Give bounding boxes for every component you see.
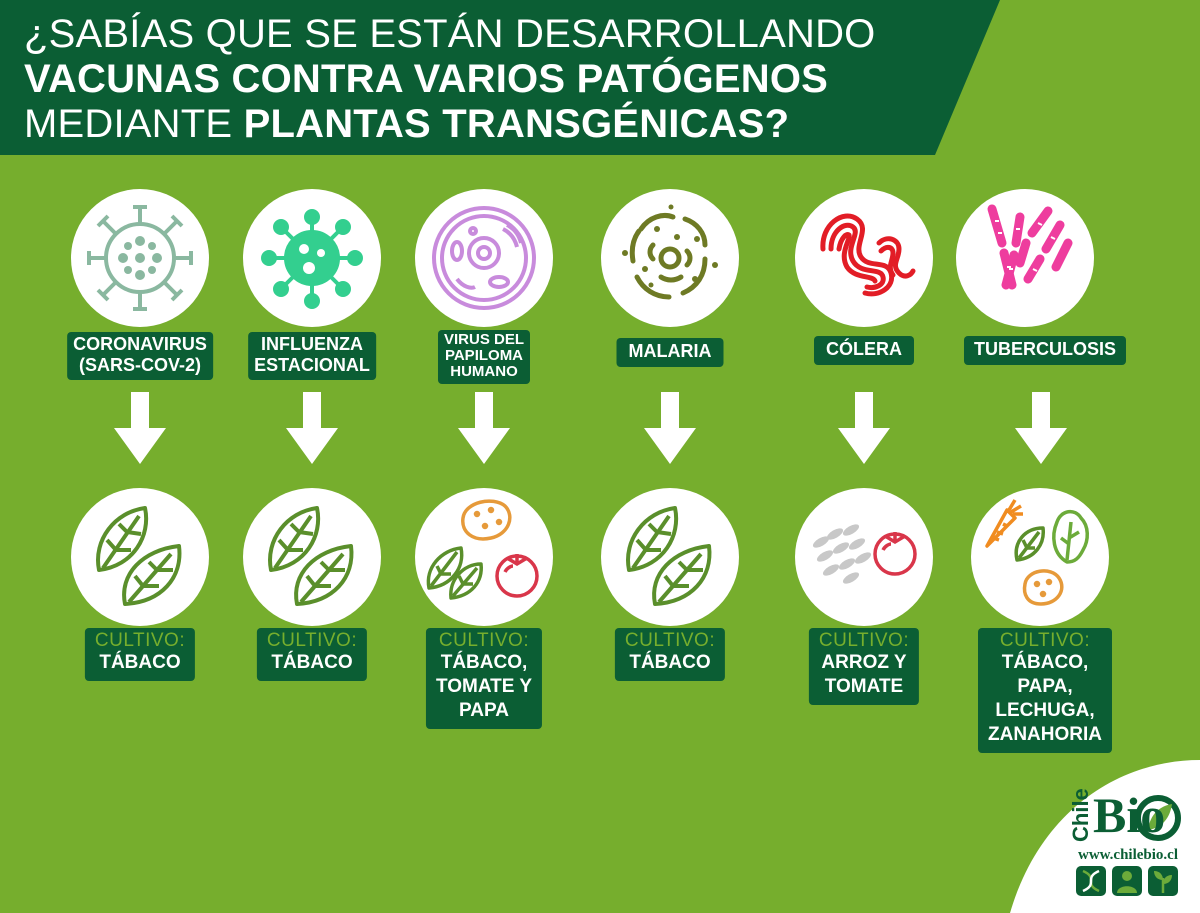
logo-word-chile: Chile: [1068, 788, 1093, 842]
pathogen-label: CÓLERA: [814, 336, 914, 365]
pathogen-label-line: (SARS-COV-2): [78, 355, 201, 375]
crop-value: ZANAHORIA: [988, 724, 1102, 745]
crop-value: TÁBACO,: [1001, 652, 1089, 673]
pathogen-label-line: VIRUS DEL: [443, 331, 525, 348]
tobacco-tomato-potato-icon: [415, 488, 553, 626]
arrow-down-icon: [458, 392, 510, 464]
crop-label: CULTIVO: TÁBACO: [84, 628, 196, 681]
header-banner: ¿Sabías que se están desarrollando vacun…: [0, 0, 1200, 158]
title-part: plantas transgénicas?: [243, 102, 790, 146]
pathogen-label-line: MALARIA: [628, 341, 712, 361]
column-tuberculosis: TUBERCULOSIS: [956, 0, 1142, 913]
tobacco-leaves-icon: [71, 488, 209, 626]
carrot-lettuce-potato-tobacco-icon: [971, 488, 1109, 626]
pathogen-label-line: TUBERCULOSIS: [973, 339, 1117, 359]
crop-value: PAPA,: [1017, 676, 1073, 697]
crop-key: CULTIVO:: [94, 630, 186, 651]
crop-value: TÁBACO: [271, 652, 353, 673]
person-icon: [1112, 866, 1142, 896]
chilebio-leaf-icon: [1135, 795, 1181, 841]
crop-value: TÁBACO: [99, 652, 181, 673]
pathogen-label-line: PAPILOMA: [444, 347, 524, 364]
pathogen-label: VIRUS DEL PAPILOMA HUMANO: [437, 330, 531, 384]
title-part: vacunas contra varios patógenos: [24, 57, 829, 101]
crop-value: TÁBACO: [629, 652, 711, 673]
crop-label: CULTIVO: TÁBACO: [256, 628, 368, 681]
crop-label: CULTIVO: ARROZ Y TOMATE: [808, 628, 920, 705]
sprout-icon: [1148, 866, 1178, 896]
pathogen-label: CORONAVIRUS (SARS-COV-2): [67, 332, 213, 380]
title-part: ¿Sabías que se están desarrollando: [24, 12, 876, 56]
cholera-bacteria-icon: [795, 189, 933, 327]
crop-label: CULTIVO: TÁBACO, PAPA, LECHUGA, ZANAHORI…: [978, 628, 1112, 753]
tobacco-leaves-icon: [601, 488, 739, 626]
pathogen-label-line: CORONAVIRUS: [73, 334, 207, 354]
pathogen-label-line: CÓLERA: [826, 339, 902, 359]
arrow-down-icon: [286, 392, 338, 464]
crop-value: PAPA: [459, 700, 509, 721]
pathogen-label: INFLUENZA ESTACIONAL: [248, 332, 376, 380]
crop-key: CULTIVO:: [999, 630, 1091, 651]
pathogen-label-line: HUMANO: [450, 363, 518, 380]
pathogen-label-line: INFLUENZA: [260, 334, 363, 354]
malaria-parasite-icon: [601, 189, 739, 327]
crop-key: CULTIVO:: [818, 630, 910, 651]
crop-value: TOMATE Y: [435, 676, 533, 697]
papilloma-cell-icon: [415, 189, 553, 327]
column-malaria: MALARIA CULTIVO: TÁBACO: [585, 0, 755, 913]
column-cholera: CÓLERA: [779, 0, 949, 913]
banner-shape: [0, 0, 1000, 155]
logo-word-bio: Bio: [1093, 787, 1166, 843]
crop-key: CULTIVO:: [438, 630, 530, 651]
tobacco-leaves-icon: [243, 488, 381, 626]
column-influenza: INFLUENZA ESTACIONAL CULTIVO: TÁBACO: [227, 0, 397, 913]
crop-label: CULTIVO: TÁBACO, TOMATE Y PAPA: [425, 628, 543, 729]
crop-value: LECHUGA,: [995, 700, 1095, 721]
tuberculosis-bacilli-icon: [956, 189, 1094, 327]
logo-url: www.chilebio.cl: [1078, 847, 1178, 863]
crop-key: CULTIVO:: [624, 630, 716, 651]
crop-value: ARROZ Y: [821, 652, 907, 673]
title-part: mediante: [24, 102, 244, 146]
crop-value: TOMATE: [824, 676, 904, 697]
arrow-down-icon: [1015, 392, 1067, 464]
pathogen-label-line: ESTACIONAL: [254, 355, 370, 375]
crop-key: CULTIVO:: [266, 630, 358, 651]
page-title: ¿Sabías que se están desarrollando vacun…: [24, 12, 974, 147]
arrow-down-icon: [644, 392, 696, 464]
rice-tomato-icon: [795, 488, 933, 626]
coronavirus-icon: [71, 189, 209, 327]
crop-label: CULTIVO: TÁBACO: [614, 628, 726, 681]
pathogen-label: MALARIA: [616, 338, 724, 367]
arrow-down-icon: [114, 392, 166, 464]
arrow-down-icon: [838, 392, 890, 464]
column-coronavirus: CORONAVIRUS (SARS-COV-2) CULTIVO: TÁBACO: [55, 0, 225, 913]
dna-icon: [1076, 866, 1106, 896]
crop-value: TÁBACO,: [440, 652, 528, 673]
pathogen-label: TUBERCULOSIS: [963, 336, 1127, 365]
influenza-virus-icon: [243, 189, 381, 327]
column-papilloma: VIRUS DEL PAPILOMA HUMANO: [399, 0, 569, 913]
